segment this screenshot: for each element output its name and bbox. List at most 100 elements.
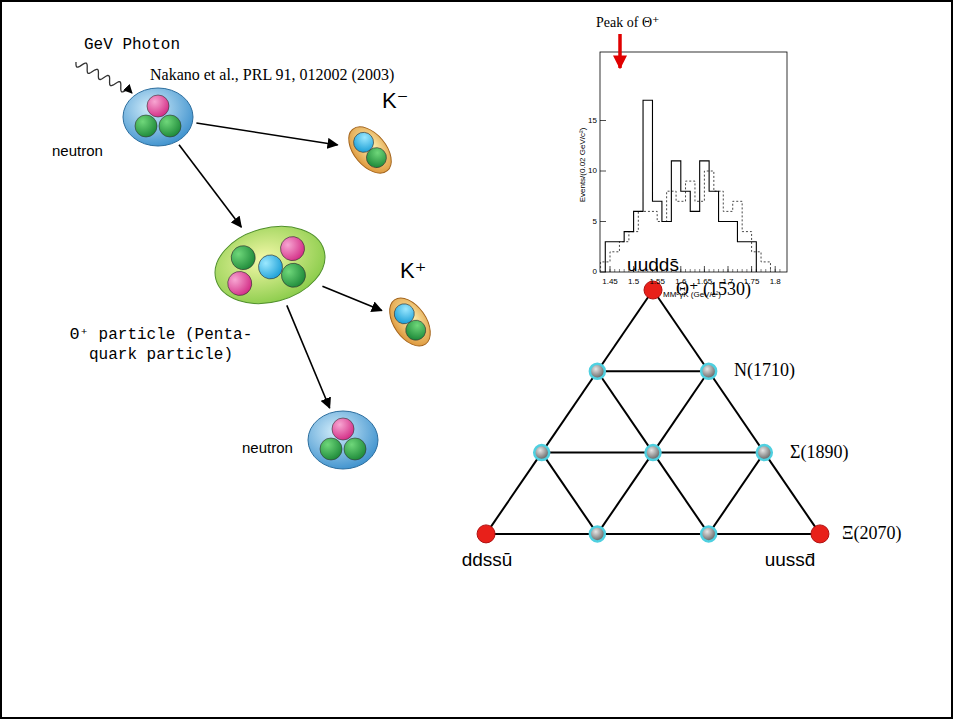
meson-figure: [381, 291, 438, 354]
quark: [402, 316, 430, 344]
multiplet-label: N(1710): [734, 360, 795, 381]
meson-outline: [381, 291, 438, 354]
multiplet-line: [764, 453, 820, 534]
x-minor-tick: [718, 269, 719, 272]
x-tick: [704, 266, 705, 272]
x-minor-tick: [751, 269, 752, 272]
particle-label: Θ⁺ particle (Penta-quark particle): [50, 325, 272, 365]
multiplet-label: ddssū: [462, 549, 513, 571]
exotic-state-dot: [477, 525, 495, 543]
state-dot: [701, 526, 716, 541]
multiplet-line: [486, 453, 542, 534]
pentaquark-outline: [206, 215, 333, 315]
kaon-particle: K⁻: [340, 125, 400, 175]
x-minor-tick: [761, 269, 762, 272]
kaon-particle: K⁺: [382, 297, 438, 347]
antidecuplet-diagram: [477, 281, 829, 543]
chart-axis-text: 1.45: [602, 277, 618, 286]
quark: [344, 438, 366, 460]
chart-axis-text: 1.8: [770, 277, 781, 286]
multiplet-line: [709, 371, 765, 452]
x-minor-tick: [779, 269, 780, 272]
x-minor-tick: [775, 269, 776, 272]
x-minor-tick: [709, 269, 710, 272]
particle-label: neutron: [242, 439, 293, 458]
reaction-arrow: [287, 305, 330, 408]
multiplet-label: uudds̄: [627, 254, 679, 276]
quark: [278, 234, 307, 263]
particle-label: K⁻: [382, 87, 408, 115]
x-minor-tick: [723, 269, 724, 272]
x-minor-tick: [690, 269, 691, 272]
particle-label: neutron: [52, 142, 103, 161]
particle-illustration: [211, 225, 329, 305]
x-minor-tick: [728, 269, 729, 272]
x-minor-tick: [746, 269, 747, 272]
quark: [320, 438, 342, 460]
quark: [362, 144, 390, 172]
particle-illustration: [340, 125, 400, 175]
multiplet-label: uussd̄: [765, 549, 816, 571]
pentaquark-figure: [206, 215, 333, 315]
nucleon-outline: [123, 88, 193, 146]
multiplet-label: Σ(1890): [790, 442, 848, 463]
x-minor-tick: [704, 269, 705, 272]
state-dot: [590, 526, 605, 541]
x-minor-tick: [742, 269, 743, 272]
pentaquark-particle: Θ⁺ particle (Penta-quark particle): [211, 225, 329, 305]
x-tick: [775, 266, 776, 272]
peak-arrow: [618, 34, 622, 68]
quark: [332, 418, 354, 440]
multiplet-line: [653, 453, 709, 534]
particle-label: K⁺: [400, 257, 426, 285]
neutron-particle: neutron: [306, 409, 380, 471]
quark: [159, 115, 181, 137]
x-minor-tick: [737, 269, 738, 272]
x-minor-tick: [680, 269, 681, 272]
x-minor-tick: [699, 269, 700, 272]
quark: [228, 243, 257, 272]
quark: [225, 269, 254, 298]
chart-axis-text: 15: [588, 116, 597, 125]
multiplet-line: [597, 533, 708, 535]
quark: [256, 252, 285, 281]
x-minor-tick: [614, 269, 615, 272]
multiplet-line: [597, 453, 653, 534]
meson-outline: [340, 119, 399, 181]
chart-axis-text: 0: [593, 267, 597, 276]
chart-axis-text: 1.5: [628, 277, 639, 286]
multiplet-line: [653, 452, 764, 454]
multiplet-line: [597, 371, 653, 452]
x-minor-tick: [765, 269, 766, 272]
quark: [147, 95, 169, 117]
multiplet-line: [709, 453, 765, 534]
x-minor-tick: [624, 269, 625, 272]
photon-wave: [76, 62, 132, 93]
chart-axis-text: 10: [588, 166, 597, 175]
exotic-state-dot: [811, 525, 829, 543]
x-minor-tick: [619, 269, 620, 272]
particle-illustration: [382, 297, 438, 347]
multiplet-line: [653, 290, 709, 371]
multiplet-label: Θ⁺ (1530): [676, 279, 751, 300]
peak-annotation: Peak of Θ⁺: [596, 15, 659, 31]
nucleon-figure: [308, 411, 378, 469]
state-dot: [757, 445, 772, 460]
multiplet-line: [486, 533, 597, 535]
x-tick: [680, 266, 681, 272]
x-tick: [728, 266, 729, 272]
x-minor-tick: [610, 269, 611, 272]
nucleon-outline: [308, 411, 378, 469]
quark: [135, 115, 157, 137]
reaction-arrow: [322, 286, 381, 310]
plot-frame: [600, 52, 787, 272]
nucleon-figure: [123, 88, 193, 146]
multiplet-line: [597, 290, 653, 371]
x-tick: [751, 266, 752, 272]
dotted-histogram: [601, 171, 771, 272]
quark: [279, 261, 308, 290]
